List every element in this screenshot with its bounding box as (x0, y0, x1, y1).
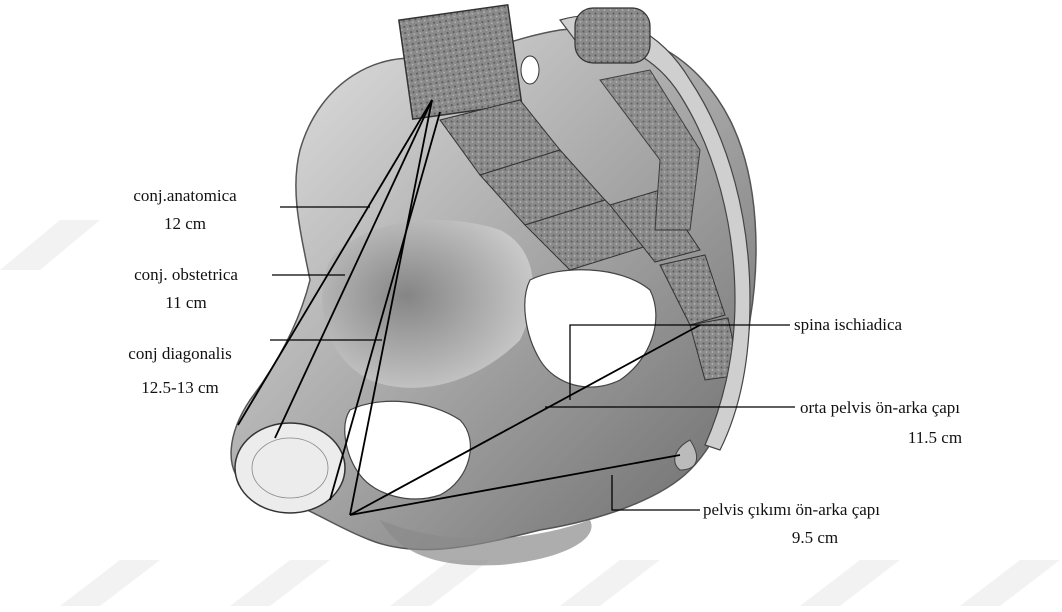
conj-diagonalis-value: 12.5-13 cm (90, 378, 270, 398)
conj-obstetrica-label: conj. obstetrica (96, 265, 276, 285)
conj-obstetrica-value: 11 cm (96, 293, 276, 313)
pelvis-cikimi-label: pelvis çıkımı ön-arka çapı (703, 500, 880, 520)
orta-pelvis-value: 11.5 cm (840, 428, 1030, 448)
conj-diagonalis-label: conj diagonalis (90, 344, 270, 364)
spina-ischiadica-label: spina ischiadica (794, 315, 902, 335)
conj-anatomica-value: 12 cm (100, 214, 270, 234)
conj-anatomica-label: conj.anatomica (100, 186, 270, 206)
orta-pelvis-label: orta pelvis ön-arka çapı (800, 398, 960, 418)
pelvis-cikimi-value: 9.5 cm (735, 528, 895, 548)
